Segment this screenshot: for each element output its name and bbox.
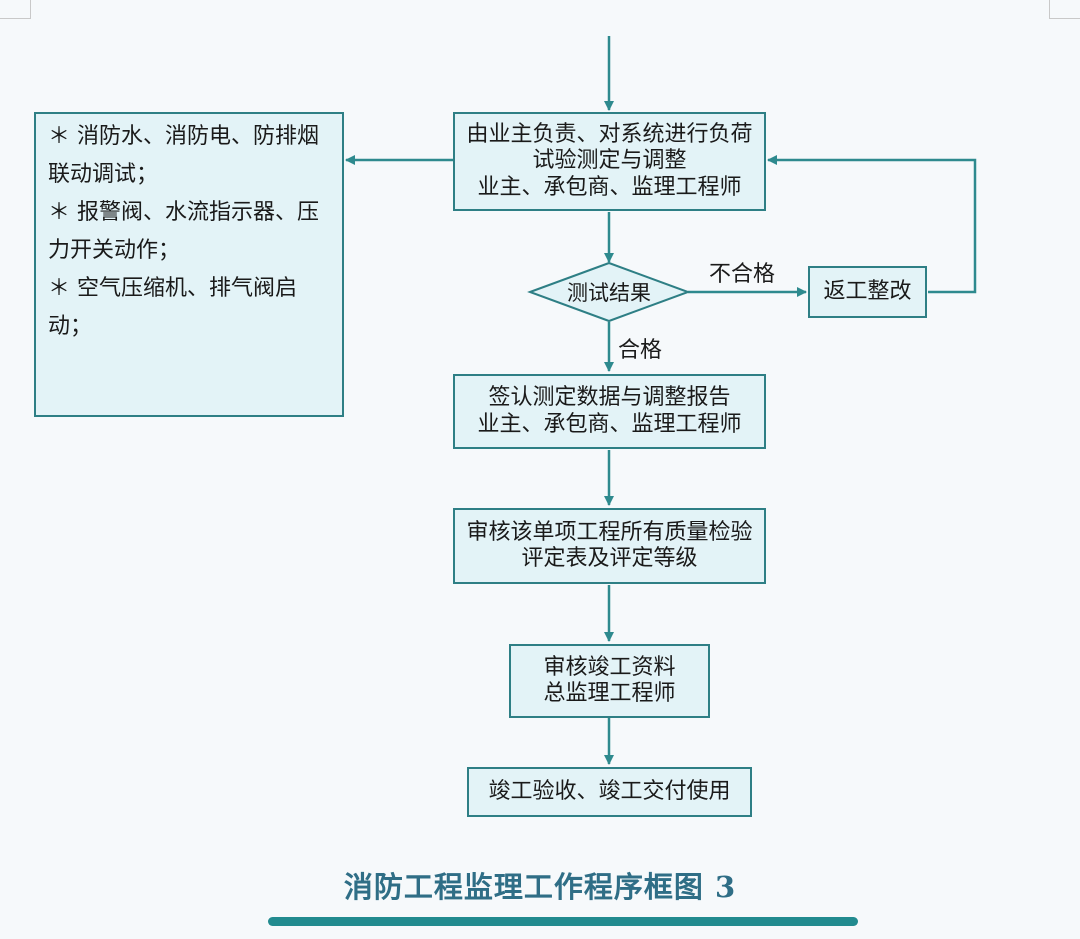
- test-items-note: ＊ 消防水、消防电、防排烟 联动调试； ＊ 报警阀、水流指示器、压 力开关动作；…: [34, 112, 344, 417]
- note-line-1: ＊ 消防水、消防电、防排烟: [48, 124, 319, 149]
- review-quality-line-1: 审核该单项工程所有质量检验: [466, 519, 753, 545]
- decision-label: 测试结果: [567, 281, 651, 305]
- pass-edge-label: 合格: [618, 338, 663, 363]
- load-test-box: 由业主负责、对系统进行负荷 试验测定与调整 业主、承包商、监理工程师: [453, 112, 766, 211]
- review-docs-line-2: 总监理工程师: [543, 681, 676, 706]
- review-quality-line-2: 评定表及评定等级: [521, 546, 698, 571]
- caption-underline: [268, 917, 858, 926]
- note-line-6: 动；: [48, 314, 93, 340]
- acceptance-label: 竣工验收、竣工交付使用: [488, 778, 731, 804]
- sign-report-line-2: 业主、承包商、监理工程师: [477, 411, 742, 437]
- figure-caption: 消防工程监理工作程序框图 3: [343, 870, 737, 904]
- fail-edge-label: 不合格: [709, 262, 776, 287]
- load-test-line-1: 由业主负责、对系统进行负荷: [466, 121, 753, 147]
- rework-label: 返工整改: [823, 278, 912, 304]
- review-docs-box: 审核竣工资料 总监理工程师: [509, 644, 710, 718]
- acceptance-box: 竣工验收、竣工交付使用: [467, 767, 752, 817]
- sign-report-line-1: 签认测定数据与调整报告: [488, 385, 731, 411]
- review-docs-line-1: 审核竣工资料: [543, 654, 676, 680]
- note-line-2: 联动调试；: [48, 162, 159, 188]
- note-line-5: ＊ 空气压缩机、排气阀启: [48, 276, 297, 302]
- page-corner-mark-top-right: [1049, 0, 1080, 19]
- page-corner-mark-top-left: [0, 0, 31, 19]
- decision-diamond: [527, 261, 691, 323]
- note-line-3: ＊ 报警阀、水流指示器、压: [48, 200, 319, 226]
- load-test-line-2: 试验测定与调整: [532, 148, 687, 174]
- arrow-rework-loop: [767, 155, 977, 294]
- rework-box: 返工整改: [808, 266, 927, 318]
- review-quality-box: 审核该单项工程所有质量检验 评定表及评定等级: [453, 508, 766, 584]
- load-test-line-3: 业主、承包商、监理工程师: [477, 174, 742, 200]
- note-line-4: 力开关动作；: [48, 238, 181, 264]
- sign-report-box: 签认测定数据与调整报告 业主、承包商、监理工程师: [453, 374, 766, 449]
